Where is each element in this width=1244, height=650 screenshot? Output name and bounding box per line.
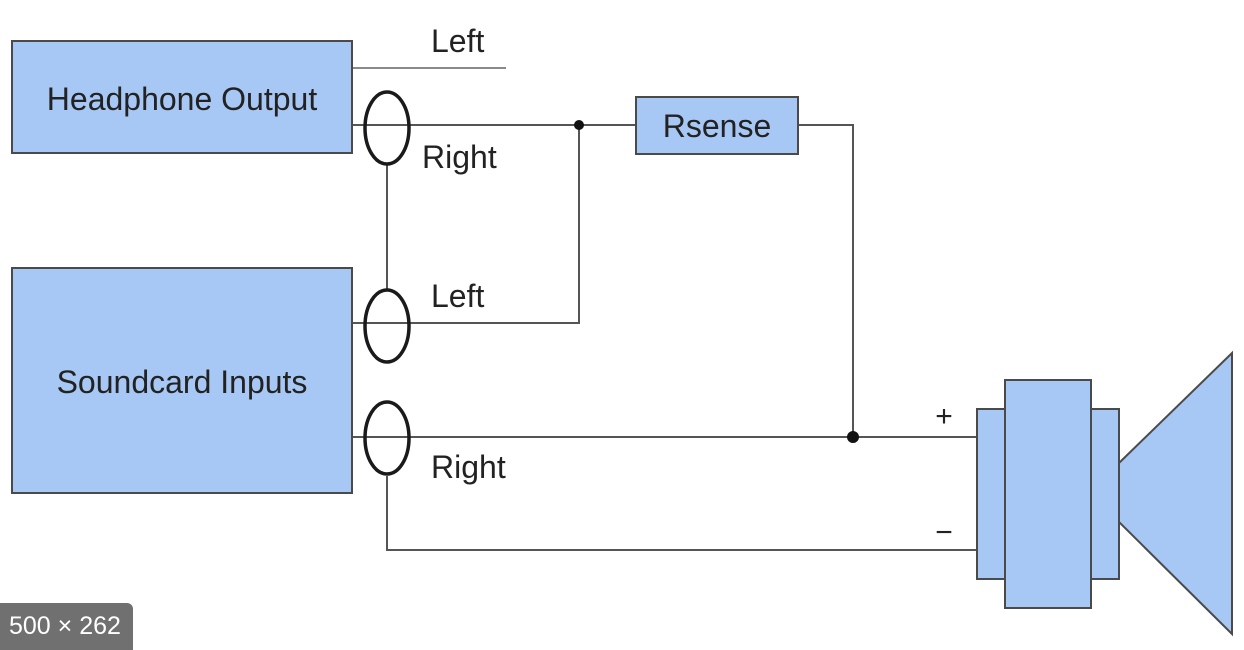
- speaker-negative-terminal-label: −: [935, 516, 953, 549]
- headphone-right-label: Right: [422, 139, 497, 175]
- soundcard-inputs-label: Soundcard Inputs: [57, 364, 308, 400]
- headphone-output-label: Headphone Output: [47, 81, 318, 117]
- soundcard-right-label: Right: [431, 449, 506, 485]
- speaker-positive-terminal-label: +: [935, 400, 953, 433]
- junction-node-speaker-positive: [847, 431, 859, 443]
- soundcard-left-label: Left: [431, 278, 484, 314]
- ring-soundcard-left: [363, 288, 411, 364]
- junction-node-headphone-right: [574, 120, 584, 130]
- speaker-magnet-core: [1004, 379, 1092, 609]
- headphone-left-label: Left: [431, 23, 484, 59]
- ring-headphone-right: [363, 90, 411, 166]
- rsense-to-speaker-positive-wire: [798, 124, 854, 437]
- image-size-badge: 500 × 262: [0, 603, 133, 650]
- speaker-negative-wire: [386, 476, 977, 551]
- rsense-block: [635, 96, 799, 155]
- ring-soundcard-right: [363, 400, 411, 476]
- headphone-output-block: [11, 40, 353, 154]
- soundcard-left-wire: [352, 125, 580, 324]
- speaker-icon: [976, 350, 1233, 637]
- rsense-label: Rsense: [663, 108, 772, 144]
- soundcard-inputs-block: [11, 267, 353, 494]
- speaker-cone: [1118, 350, 1233, 637]
